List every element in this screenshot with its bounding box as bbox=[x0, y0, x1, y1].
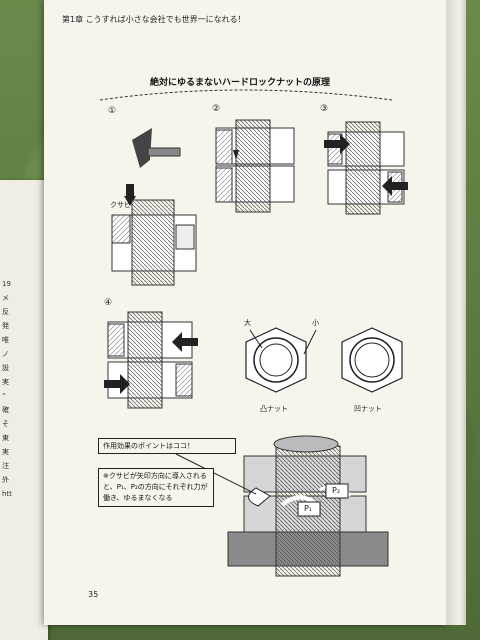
back-page-line: ノ bbox=[2, 350, 9, 358]
back-page-line: メ bbox=[2, 294, 9, 302]
step1-illustration bbox=[111, 128, 197, 286]
step-label: ④ bbox=[104, 298, 113, 308]
point-callout: 作用効果のポイントはココ！ bbox=[98, 438, 236, 454]
wedge-label: クサビ bbox=[110, 201, 131, 209]
force-p2-label: P₂ bbox=[332, 486, 341, 495]
convex-nut-illustration bbox=[245, 327, 317, 393]
step4-illustration bbox=[104, 311, 198, 409]
step2-illustration bbox=[215, 119, 295, 213]
convex-nut-caption: 凸ナット bbox=[260, 405, 288, 413]
small-label: 小 bbox=[312, 319, 319, 327]
back-page-line: 実 bbox=[2, 378, 9, 386]
explanation-callout: ※クサビが矢印方向に導入されると、P₁、P₂の方向にそれぞれ力が働き、ゆるまなく… bbox=[98, 468, 214, 507]
back-page-line: 19 bbox=[2, 280, 11, 288]
step-label: ② bbox=[212, 104, 221, 114]
concave-nut-illustration bbox=[341, 327, 403, 393]
concave-nut-caption: 凹ナット bbox=[354, 405, 382, 413]
back-page-line: 設 bbox=[2, 364, 9, 372]
page-edge bbox=[446, 0, 466, 625]
back-page-line: 反 bbox=[2, 308, 9, 316]
back-page: 19 メ 反 発 唯 ノ 設 実 “ 確 そ 東 実 注 外 htt bbox=[0, 180, 48, 640]
back-page-line: 東 bbox=[2, 434, 9, 442]
force-p1-label: P₁ bbox=[304, 504, 313, 513]
back-page-line: 発 bbox=[2, 322, 9, 330]
dashed-arc bbox=[99, 89, 393, 101]
back-page-line: そ bbox=[2, 420, 9, 428]
back-page-line: “ bbox=[2, 392, 6, 400]
back-page-line: 唯 bbox=[2, 336, 9, 344]
back-page-line: 外 bbox=[2, 476, 9, 484]
large-label: 大 bbox=[244, 319, 251, 327]
chapter-header: 第1章 こうすれば小さな会社でも世界一になれる！ bbox=[62, 15, 246, 24]
bottom-illustration bbox=[175, 435, 389, 577]
step-label: ③ bbox=[320, 104, 329, 114]
step-label: ① bbox=[108, 106, 117, 116]
back-page-line: 確 bbox=[2, 406, 9, 414]
back-page-line: htt bbox=[2, 490, 12, 498]
back-page-line: 実 bbox=[2, 448, 9, 456]
page-number: 35 bbox=[88, 590, 99, 599]
step3-illustration bbox=[324, 121, 408, 215]
back-page-line: 注 bbox=[2, 462, 9, 470]
diagram-title: 絶対にゆるまないハードロックナットの原理 bbox=[149, 78, 330, 88]
